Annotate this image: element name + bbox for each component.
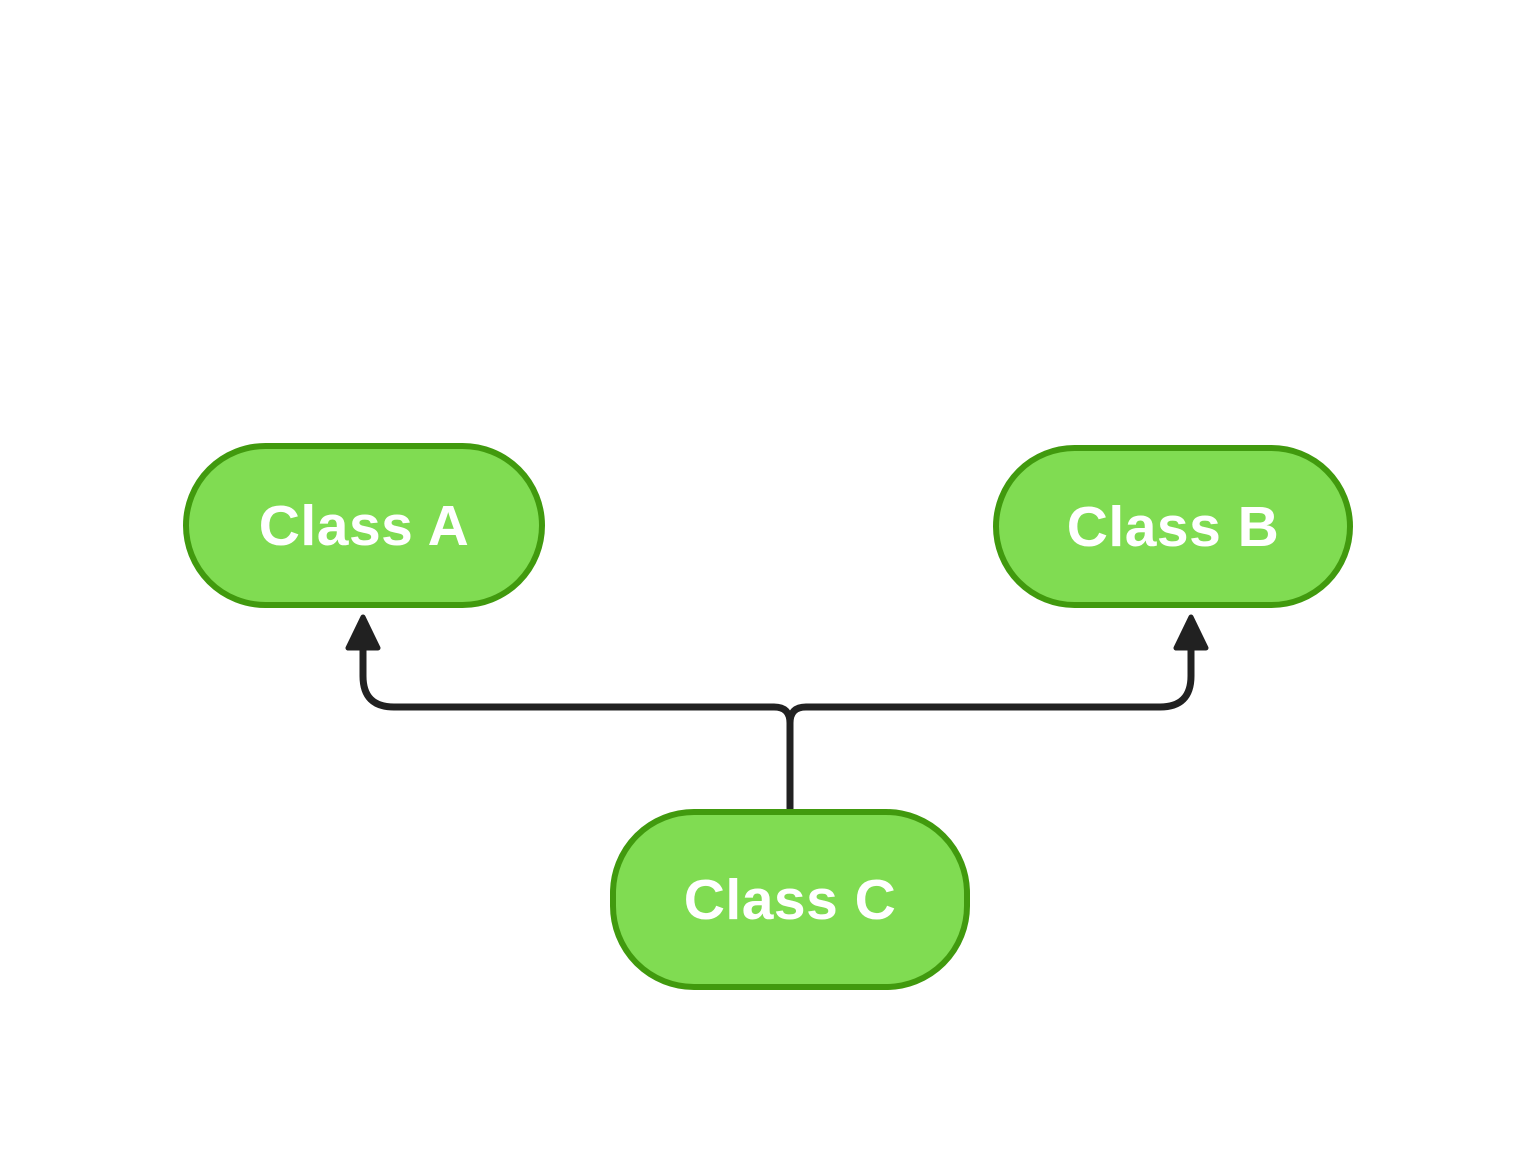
node-class-b: Class B <box>993 445 1353 608</box>
edge-class-c-to-class-a <box>359 646 794 812</box>
node-class-a-label: Class A <box>258 493 470 558</box>
node-class-a: Class A <box>183 443 545 608</box>
edge-class-c-to-class-b <box>786 646 1195 812</box>
arrowhead-class-a-icon <box>345 614 381 651</box>
node-class-b-label: Class B <box>1066 494 1280 559</box>
node-class-c: Class C <box>610 809 970 990</box>
node-class-c-label: Class C <box>683 867 897 932</box>
arrowhead-class-b-icon <box>1173 614 1209 651</box>
